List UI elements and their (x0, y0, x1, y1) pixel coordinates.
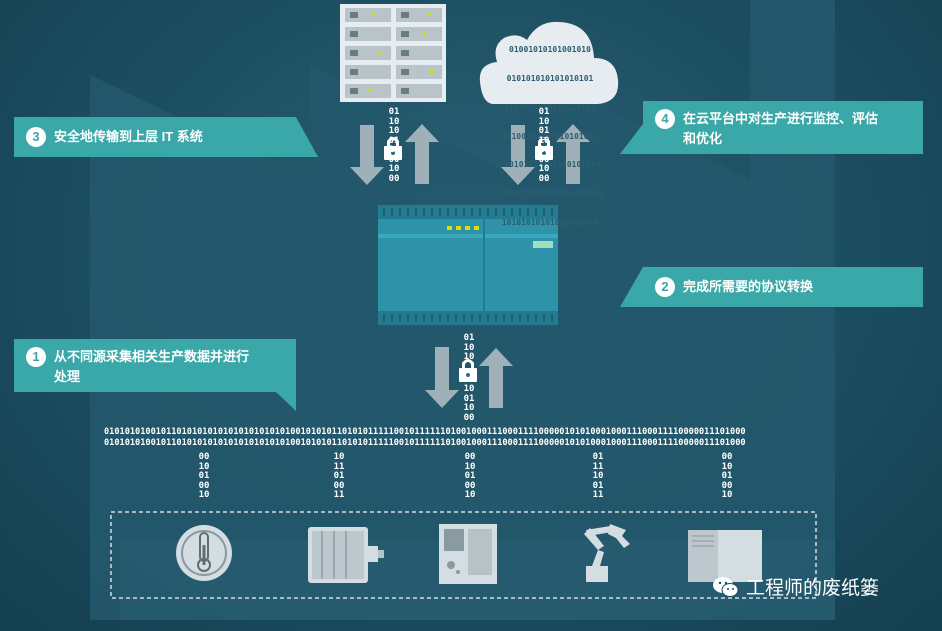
cloud-icon (479, 21, 619, 104)
step-number-badge: 3 (26, 127, 46, 147)
callout-text: 从不同源采集相关生产数据并进行 处理 (54, 349, 250, 384)
device-frame (110, 511, 817, 599)
step-number-badge: 2 (655, 277, 675, 297)
cloud-bit-row: 010101010101010101010 (499, 160, 601, 170)
callout-step-1: 1 从不同源采集相关生产数据并进行 处理 (14, 339, 296, 392)
wechat-icon (713, 576, 739, 597)
sensor-bits-hmi: 00 10 01 00 10 (464, 452, 476, 500)
callout-step-4: 4 在云平台中对生产进行监控、评估 和优化 (643, 101, 923, 154)
cloud-bit-row: 010101010101010101 (506, 73, 594, 83)
watermark: 工程师的废纸篓 (712, 573, 879, 600)
callout-step-2: 2 完成所需要的协议转换 (643, 267, 923, 307)
sensor-bits-motor: 10 11 01 00 11 (333, 452, 345, 500)
bitstream-line: 0101010100101101010101010101010101010010… (104, 427, 746, 437)
hmi-panel-icon (439, 524, 497, 584)
link-devices-arrows (425, 347, 513, 408)
sensor-bits-robot: 01 11 10 01 11 (592, 452, 604, 500)
step-number-badge: 1 (26, 347, 46, 367)
callout-text: 在云平台中对生产进行监控、评估 和优化 (683, 111, 879, 146)
robot-arm-icon (584, 524, 630, 582)
link-cloud-arrows (501, 124, 590, 185)
callout-text: 安全地传输到上层 IT 系统 (54, 129, 203, 144)
link-server-arrows (350, 124, 439, 185)
cloud-bit-row: 10100101101010101001 (501, 131, 599, 141)
cloud-link-bits: 01 10 01 10 10 00 10 00 (538, 107, 550, 184)
sensor-bits-thermometer: 00 10 01 00 10 (198, 452, 210, 500)
step-number-badge: 4 (655, 109, 675, 129)
drive-cabinet-icon (688, 530, 762, 582)
device-link-bits-top: 01 10 10 (463, 333, 475, 362)
motor-icon (308, 527, 384, 583)
bitstream-line: 0101010100101101010101010101010101010010… (104, 438, 746, 448)
cloud-bits: 01001010101001010 010101010101010101 010… (488, 26, 612, 247)
server-link-bits: 01 10 10 01 10 00 10 00 (388, 107, 400, 184)
server-rack-icon (340, 4, 446, 102)
callout-text: 完成所需要的协议转换 (683, 279, 814, 294)
cloud-bit-row: 0101010110101010101 (504, 102, 596, 112)
cloud-bit-row: 1010101010101011010101 (497, 189, 603, 199)
cloud-bit-row: 01001010101001010 (509, 45, 591, 55)
watermark-text: 工程师的废纸篓 (746, 578, 880, 599)
gateway-device (378, 205, 558, 325)
device-link-bits-bottom: 10 01 10 00 (463, 384, 475, 423)
thermometer-icon (176, 525, 232, 581)
sensor-bits-drive: 00 10 01 00 10 (721, 452, 733, 500)
cloud-bit-row: 10101010101010101010 (501, 217, 599, 227)
callout-step-3: 3 安全地传输到上层 IT 系统 (14, 117, 296, 157)
